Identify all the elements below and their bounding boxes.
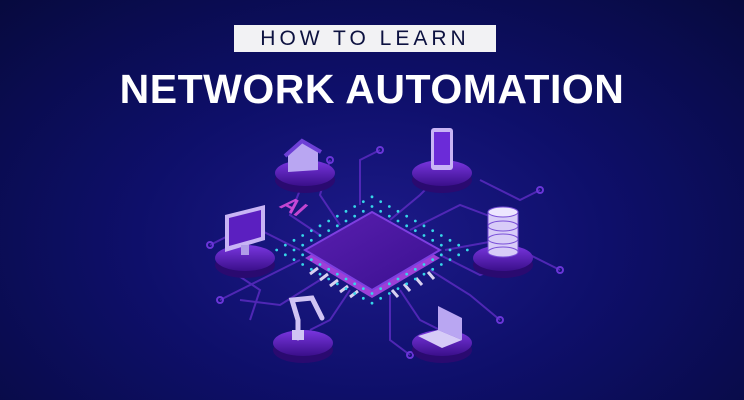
platform-smartphone bbox=[412, 128, 472, 193]
chip-dot bbox=[448, 248, 452, 252]
chip-dot bbox=[396, 287, 400, 291]
chip-dot bbox=[353, 205, 357, 208]
chip-dot bbox=[439, 243, 443, 247]
chip-dot bbox=[301, 234, 305, 237]
chip-dot bbox=[370, 301, 374, 305]
chip-dot bbox=[318, 224, 322, 228]
chip-dot bbox=[413, 277, 417, 281]
chip-dot bbox=[431, 267, 435, 271]
chip-dot bbox=[292, 248, 296, 252]
chip-dot bbox=[327, 267, 331, 271]
chip-dot bbox=[431, 258, 435, 262]
chip-dot bbox=[361, 200, 365, 204]
chip-dot bbox=[370, 205, 374, 208]
pretitle-label: HOW TO LEARN bbox=[234, 25, 496, 52]
chip-dot bbox=[283, 253, 287, 257]
chip-dot bbox=[387, 292, 391, 295]
chip-dot bbox=[413, 267, 417, 271]
chip-dot bbox=[292, 238, 296, 242]
chip-dot bbox=[353, 282, 357, 286]
platform-robot-arm bbox=[273, 295, 333, 363]
chip-dot bbox=[335, 272, 339, 276]
chip-dot bbox=[361, 296, 365, 300]
house-icon bbox=[283, 138, 323, 172]
chip-dot bbox=[413, 229, 417, 233]
chip-dot bbox=[335, 282, 339, 286]
chip-dot bbox=[465, 248, 469, 252]
chip-dot bbox=[292, 258, 296, 262]
chip-dot bbox=[309, 229, 313, 233]
chip-dot bbox=[405, 272, 409, 276]
chip-dot bbox=[431, 238, 435, 242]
chip-label: AI bbox=[274, 192, 313, 220]
chip-dot bbox=[318, 234, 322, 237]
chip-dot bbox=[439, 253, 443, 257]
chip-dot bbox=[353, 292, 357, 295]
chip-pins bbox=[309, 266, 436, 299]
chip-dot bbox=[405, 282, 409, 286]
monitor-icon bbox=[225, 205, 265, 255]
chip-dot bbox=[422, 234, 426, 237]
chip-dot bbox=[318, 272, 322, 276]
chip-dot bbox=[405, 214, 409, 218]
chip-dot bbox=[301, 253, 305, 257]
chip-dot bbox=[439, 263, 443, 266]
chip-dot bbox=[353, 214, 357, 218]
chip-dot-grid bbox=[275, 195, 469, 305]
chip-dot bbox=[379, 200, 383, 204]
database-icon bbox=[487, 206, 519, 258]
chip-dot bbox=[344, 287, 348, 291]
chip-dot bbox=[387, 205, 391, 208]
chip-dot bbox=[396, 209, 400, 213]
chip-dot bbox=[301, 243, 305, 247]
chip-dot bbox=[344, 209, 348, 213]
chip-dot bbox=[439, 234, 443, 237]
chip-dot bbox=[361, 209, 365, 213]
chip-dot bbox=[387, 214, 391, 218]
chip-dot bbox=[422, 272, 426, 276]
chip-dot bbox=[309, 258, 313, 262]
chip-dot bbox=[344, 219, 348, 223]
robot-arm-icon bbox=[288, 295, 325, 341]
chip-dot bbox=[457, 243, 461, 247]
chip-dot bbox=[344, 277, 348, 281]
chip-dot bbox=[422, 224, 426, 228]
smartphone-icon bbox=[431, 128, 453, 170]
chip-dot bbox=[309, 267, 313, 271]
chip-dot bbox=[413, 219, 417, 223]
platform-laptop bbox=[412, 306, 472, 363]
chip-dot bbox=[370, 195, 374, 199]
chip-dot bbox=[327, 219, 331, 223]
platform-database bbox=[473, 206, 533, 278]
chip-dot bbox=[422, 263, 426, 266]
ai-chip: AI bbox=[274, 192, 469, 305]
laptop-icon bbox=[418, 306, 462, 348]
chip-dot bbox=[387, 282, 391, 286]
chip-dot bbox=[379, 296, 383, 300]
chip-dot bbox=[457, 253, 461, 257]
chip-dot bbox=[361, 287, 365, 291]
chip-dot bbox=[379, 287, 383, 291]
chip-dot bbox=[396, 277, 400, 281]
chip-dot bbox=[301, 263, 305, 266]
chip-dot bbox=[335, 214, 339, 218]
chip-dot bbox=[431, 229, 435, 233]
chip-dot bbox=[309, 238, 313, 242]
chip-dot bbox=[275, 248, 279, 252]
platform-monitor bbox=[215, 205, 275, 278]
page-title: NETWORK AUTOMATION bbox=[119, 66, 625, 112]
chip-dot bbox=[318, 263, 322, 266]
platform-house bbox=[275, 138, 335, 193]
chip-dot bbox=[448, 238, 452, 242]
chip-dot bbox=[327, 229, 331, 233]
chip-dot bbox=[405, 224, 409, 228]
chip-dot bbox=[379, 209, 383, 213]
chip-dot bbox=[396, 219, 400, 223]
chip-dot bbox=[283, 243, 287, 247]
chip-dot bbox=[448, 258, 452, 262]
chip-dot bbox=[327, 277, 331, 281]
chip-dot bbox=[335, 224, 339, 228]
chip-dot bbox=[370, 292, 374, 295]
